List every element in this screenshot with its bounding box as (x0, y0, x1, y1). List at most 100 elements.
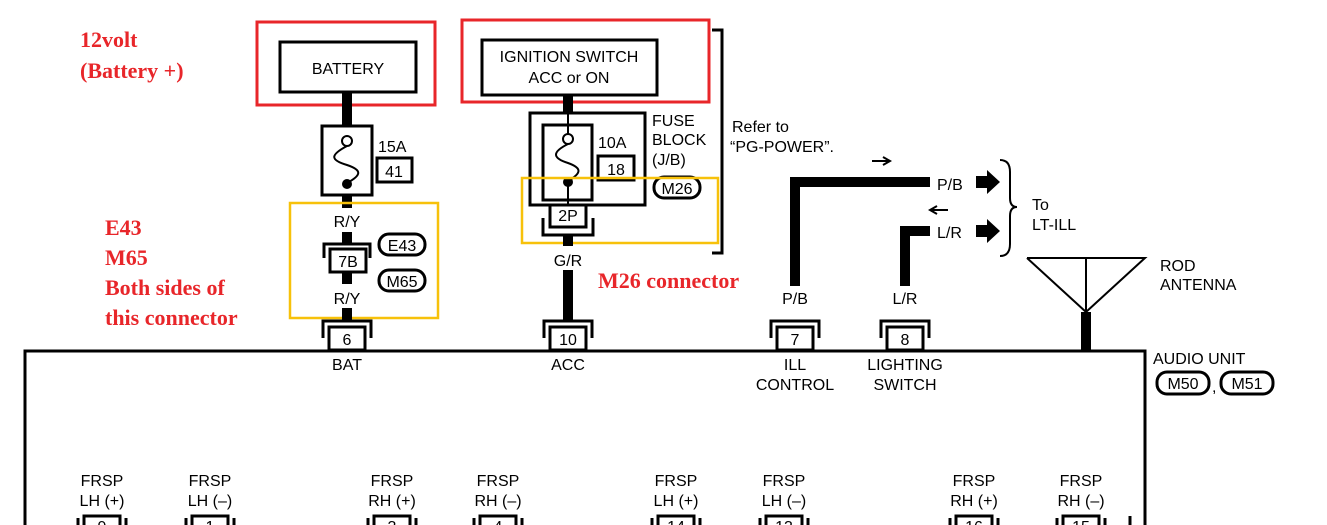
wire-color-label: L/R (937, 225, 962, 242)
pin-function-label: FRSP (1060, 473, 1103, 490)
connector-bracket (542, 319, 594, 338)
pin-function-label: FRSP (477, 473, 520, 490)
pin-function-label: FRSP (371, 473, 414, 490)
connector-bracket (769, 319, 821, 338)
wire-l-r (900, 226, 930, 286)
connector-bracket (76, 518, 128, 525)
connector-bracket (650, 518, 702, 525)
signal-direction-left-icon (927, 205, 948, 215)
fuse-block-label: (J/B) (652, 152, 686, 169)
arrow-right-icon (976, 170, 1000, 194)
pin-box (82, 514, 122, 525)
connector-e43-label: E43 (388, 238, 417, 255)
pin-number: 8 (901, 332, 910, 349)
pin-number: 10 (559, 332, 577, 349)
refer-label: Refer to (732, 119, 789, 136)
pin-function-label: SWITCH (873, 377, 936, 394)
antenna-icon (1026, 257, 1148, 314)
connector-bracket (472, 518, 524, 525)
pin-function-label: ILL (784, 357, 806, 374)
pin-function-label: FRSP (189, 473, 232, 490)
antenna-label: ANTENNA (1160, 277, 1237, 294)
pin-number: 15 (1072, 519, 1090, 525)
pin-box (548, 325, 588, 352)
pin-number: 7 (791, 332, 800, 349)
connector-m50-badge (1155, 370, 1211, 396)
pin-function-label: FRSP (81, 473, 124, 490)
pin-function-label: RH (–) (474, 493, 521, 510)
annotation-m26-connector: M26 connector (598, 268, 739, 293)
connector-m65-label: M65 (386, 274, 417, 291)
pin-number: 16 (965, 519, 983, 525)
pin-number: 14 (667, 519, 685, 525)
pin-function-label: LIGHTING (867, 357, 943, 374)
pin-function-label: RH (+) (368, 493, 416, 510)
fuse-block-box (528, 111, 647, 207)
pin-function-label: FRSP (763, 473, 806, 490)
pin-box (478, 514, 518, 525)
pin-function-label: BAT (332, 357, 362, 374)
connector-m50-label: M50 (1167, 376, 1198, 393)
battery-label: BATTERY (312, 61, 385, 78)
wire-color-label: G/R (554, 253, 582, 270)
ignition-highlight (460, 18, 711, 104)
fuse-terminal-icon (341, 135, 353, 147)
connector-bracket (758, 518, 810, 525)
fuse-block-label: FUSE (652, 113, 695, 130)
connector-highlight (288, 201, 440, 320)
connector-e43-badge (377, 232, 427, 257)
pin-number: 3 (388, 519, 397, 525)
pin-box (1061, 514, 1101, 525)
wire-color-label: R/Y (334, 291, 361, 308)
fuse-number: 18 (607, 162, 625, 179)
pin-number: 4 (494, 519, 503, 525)
pin-box (372, 514, 412, 525)
connector-m51-badge (1219, 370, 1275, 396)
wire-color-label: R/Y (334, 214, 361, 231)
pin-function-label: LH (–) (762, 493, 806, 510)
annotation-m65: M65 (105, 245, 148, 270)
connector-bracket (322, 242, 372, 258)
wire-color-label: L/R (893, 291, 918, 308)
connector-m51-label: M51 (1231, 376, 1262, 393)
connector-pin: 7B (338, 254, 358, 271)
fuse-number-box (596, 154, 636, 182)
pin-function-label: CONTROL (756, 377, 834, 394)
antenna-label: ROD (1160, 258, 1196, 275)
fuse-rating: 10A (598, 135, 627, 152)
lt-ill-label: To (1032, 197, 1049, 214)
connector-bracket (541, 218, 595, 237)
ignition-label: IGNITION SWITCH (500, 49, 639, 66)
pin-number: 9 (98, 519, 107, 525)
pin-function-label: LH (+) (654, 493, 699, 510)
separator: , (1212, 379, 1216, 396)
annotation-both-sides: Both sides of (105, 275, 225, 300)
arrow-right-icon (976, 219, 1000, 243)
connector-m65-badge (377, 268, 427, 293)
pin-function-label: RH (+) (950, 493, 998, 510)
pin-box (775, 325, 815, 352)
connector-pin: 2P (558, 208, 578, 225)
fuse-terminal-icon (342, 179, 352, 189)
connector-bracket (366, 518, 418, 525)
pin-function-label: FRSP (655, 473, 698, 490)
connector-m26-label: M26 (661, 181, 692, 198)
wire-color-label: P/B (937, 177, 963, 194)
fuse-block-label: BLOCK (652, 132, 707, 149)
connector-bracket (184, 518, 236, 525)
fuse-element-icon (555, 143, 580, 182)
fuse-number-box (375, 156, 414, 184)
pin-box (954, 514, 994, 525)
pin-box (656, 514, 696, 525)
pin-function-label: LH (+) (80, 493, 125, 510)
annotation-e43: E43 (105, 215, 142, 240)
fuse-number: 41 (385, 164, 403, 181)
connector-bracket (321, 319, 373, 338)
pin-number: 1 (206, 519, 215, 525)
pin-box (885, 325, 925, 352)
lt-ill-label: LT-ILL (1032, 217, 1076, 234)
audio-unit-label: AUDIO UNIT (1153, 351, 1246, 368)
connector-bracket (948, 518, 1000, 525)
refer-bracket (712, 28, 724, 255)
